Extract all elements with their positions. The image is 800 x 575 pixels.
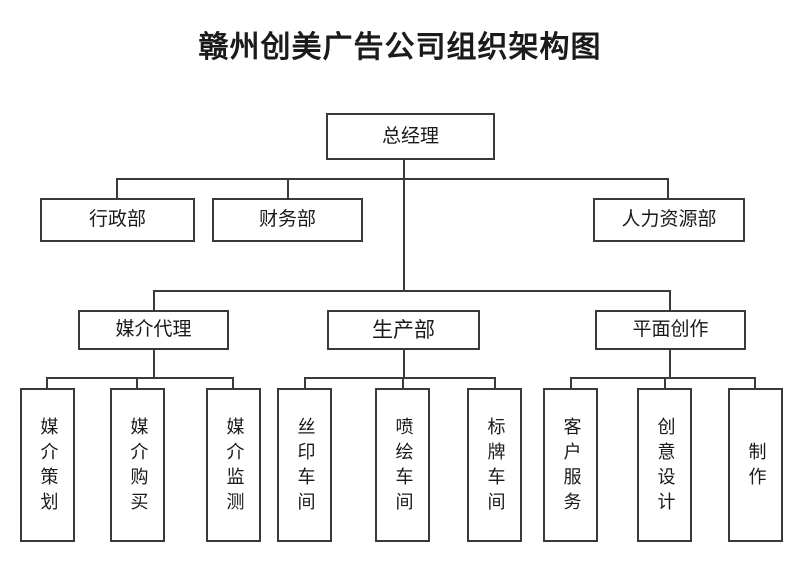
node-label: 创意设计 bbox=[654, 416, 676, 517]
connector-stub-graphic-creation bbox=[669, 350, 671, 377]
connector-drop-media-monitoring bbox=[232, 377, 234, 388]
connector-stub-production bbox=[403, 350, 405, 377]
node-label: 丝印车间 bbox=[294, 416, 316, 517]
connector-root-spine bbox=[403, 160, 405, 291]
connector-bus-production bbox=[304, 377, 496, 379]
node-hr-dept[interactable]: 人力资源部 bbox=[593, 198, 745, 242]
node-screenprint-workshop[interactable]: 丝印车间 bbox=[277, 388, 332, 542]
node-label: 财务部 bbox=[258, 208, 316, 231]
node-label: 人力资源部 bbox=[621, 208, 717, 231]
node-label: 标牌车间 bbox=[484, 416, 506, 517]
connector-level3-bus bbox=[154, 290, 671, 292]
connector-drop-admin bbox=[116, 178, 118, 198]
node-label: 喷绘车间 bbox=[392, 416, 414, 517]
node-creative-design[interactable]: 创意设计 bbox=[637, 388, 692, 542]
connector-bus-graphic-creation bbox=[570, 377, 756, 379]
node-graphic-creation[interactable]: 平面创作 bbox=[595, 310, 746, 350]
connector-drop-inkjet-workshop bbox=[402, 377, 404, 388]
connector-drop-media-planning bbox=[46, 377, 48, 388]
node-media-agency[interactable]: 媒介代理 bbox=[78, 310, 229, 350]
node-label: 平面创作 bbox=[632, 318, 709, 341]
connector-drop-graphic-creation bbox=[669, 290, 671, 310]
connector-bus-media-agency bbox=[46, 377, 234, 379]
node-production-dept[interactable]: 生产部 bbox=[327, 310, 480, 350]
node-inkjet-workshop[interactable]: 喷绘车间 bbox=[375, 388, 430, 542]
node-label: 媒介代理 bbox=[115, 318, 192, 341]
node-label: 总经理 bbox=[381, 124, 439, 147]
node-media-planning[interactable]: 媒介策划 bbox=[20, 388, 75, 542]
node-label: 媒介监测 bbox=[223, 416, 245, 517]
node-label: 媒介策划 bbox=[37, 416, 59, 517]
connector-drop-media-buying bbox=[136, 377, 138, 388]
connector-drop-hr bbox=[667, 178, 669, 198]
node-label: 行政部 bbox=[88, 208, 146, 231]
connector-stub-media-agency bbox=[153, 350, 155, 377]
node-general-manager[interactable]: 总经理 bbox=[326, 113, 495, 160]
node-media-buying[interactable]: 媒介购买 bbox=[110, 388, 165, 542]
node-label: 生产部 bbox=[372, 317, 435, 342]
connector-drop-production-making bbox=[754, 377, 756, 388]
connector-drop-creative-design bbox=[664, 377, 666, 388]
node-customer-service[interactable]: 客户服务 bbox=[543, 388, 598, 542]
node-signage-workshop[interactable]: 标牌车间 bbox=[467, 388, 522, 542]
node-production-making[interactable]: 制作 bbox=[728, 388, 783, 542]
connector-drop-customer-service bbox=[570, 377, 572, 388]
node-administration-dept[interactable]: 行政部 bbox=[40, 198, 195, 242]
connector-drop-signage-workshop bbox=[494, 377, 496, 388]
node-finance-dept[interactable]: 财务部 bbox=[212, 198, 363, 242]
connector-drop-media-agency bbox=[153, 290, 155, 310]
node-media-monitoring[interactable]: 媒介监测 bbox=[206, 388, 261, 542]
page-title: 赣州创美广告公司组织架构图 bbox=[198, 30, 602, 65]
node-label: 制作 bbox=[745, 441, 767, 492]
connector-drop-finance bbox=[287, 178, 289, 198]
connector-drop-screenprint-workshop bbox=[304, 377, 306, 388]
node-label: 媒介购买 bbox=[127, 416, 149, 517]
connector-level2-bus bbox=[117, 178, 669, 180]
node-label: 客户服务 bbox=[560, 416, 582, 517]
